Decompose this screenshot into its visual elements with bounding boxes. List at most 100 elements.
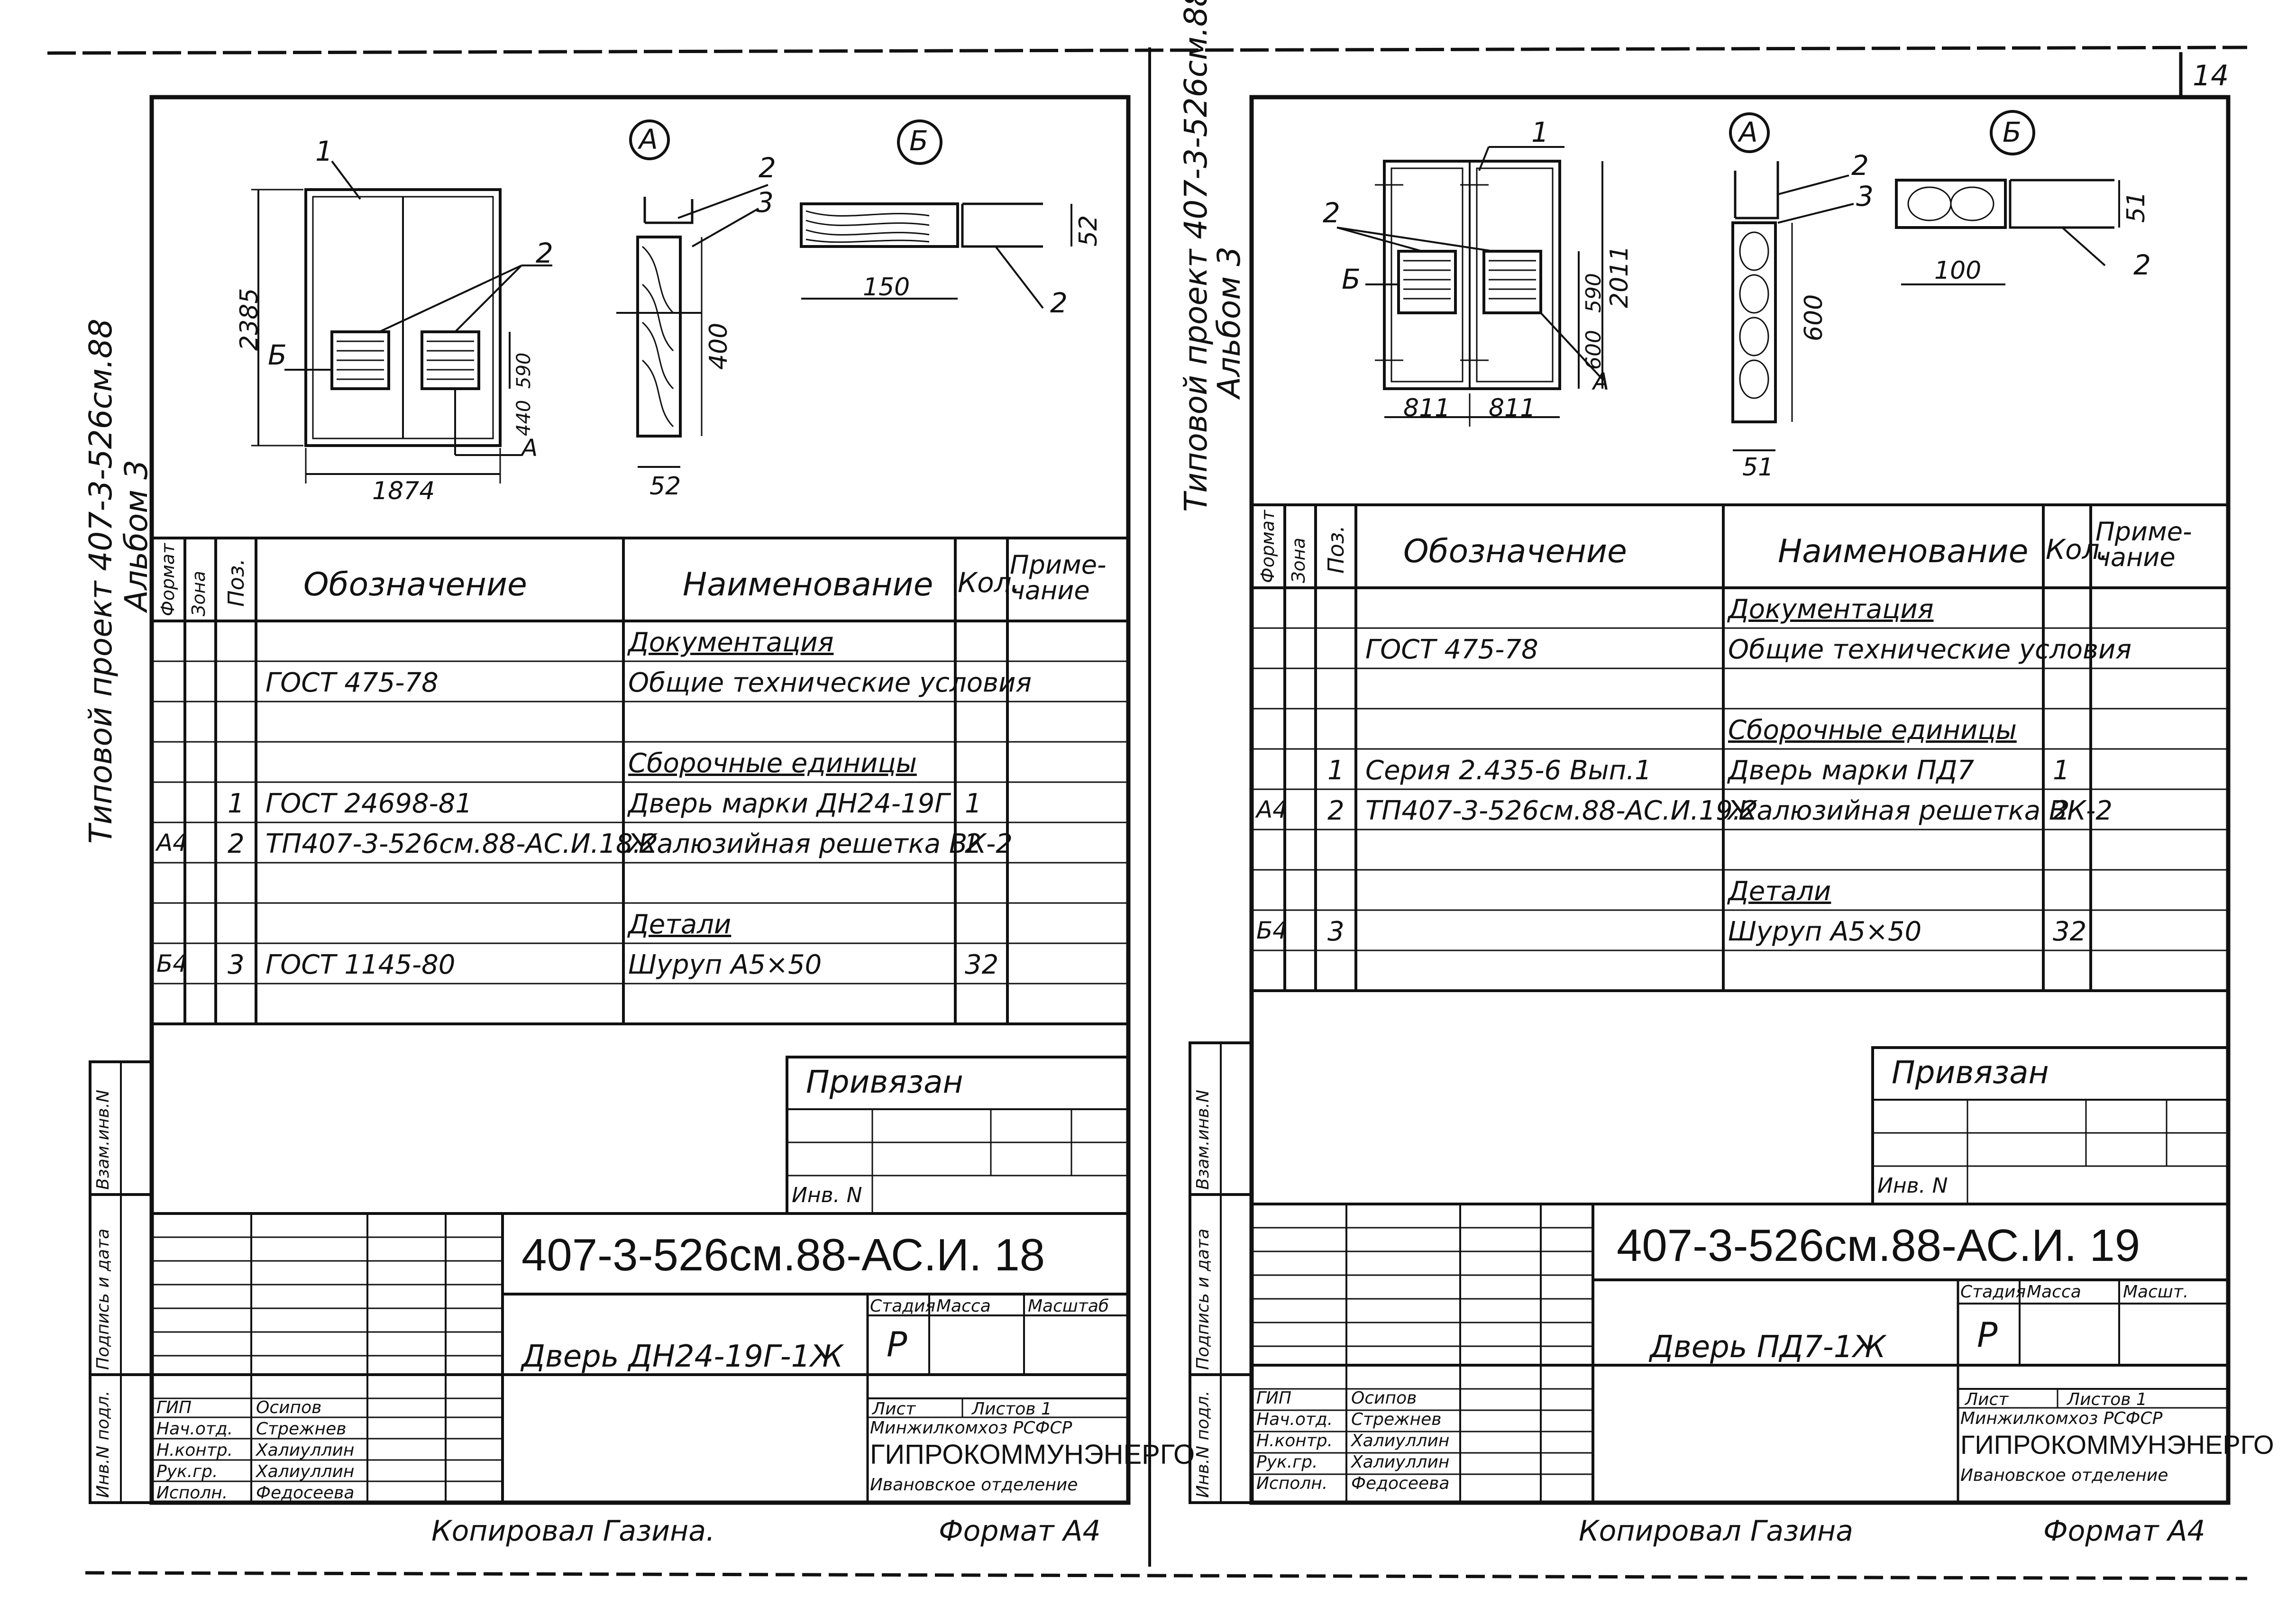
left-role-name: Халиуллин xyxy=(256,1462,355,1481)
left-row-designation: ТП407-3-526см.88-АС.И.18.2 xyxy=(265,829,659,859)
right-row-format: Б4 xyxy=(1256,917,1288,944)
right-th-designation: Обозначение xyxy=(1403,533,1627,570)
left-row-name: Детали xyxy=(628,909,732,940)
right-stage-label: Стадия xyxy=(1960,1282,2026,1302)
left-callout-1: 1 xyxy=(315,135,333,167)
right-role-name: Стрежнев xyxy=(1351,1410,1442,1429)
right-role: ГИП xyxy=(1256,1388,1292,1408)
right-detail-a-label: A xyxy=(1739,116,1758,148)
left-scale-label: Масштаб xyxy=(1028,1296,1109,1316)
left-row-designation: ГОСТ 1145-80 xyxy=(265,949,456,980)
left-th-note: Приме-чание xyxy=(1010,550,1107,605)
left-th-designation: Обозначение xyxy=(303,566,527,603)
right-role: Рук.гр. xyxy=(1256,1452,1318,1472)
left-th-qty: Кол. xyxy=(958,566,1021,599)
left-role: ГИП xyxy=(156,1398,192,1417)
right-stamp-podp: Подпись и дата xyxy=(1193,1228,1213,1370)
left-org3: Ивановское отделение xyxy=(870,1475,1078,1495)
left-row-name: Шуруп А5×50 xyxy=(628,949,822,980)
right-row-name: Шуруп А5×50 xyxy=(1728,916,1922,947)
left-th-name: Наименование xyxy=(683,566,933,603)
left-row-designation: ГОСТ 475-78 xyxy=(265,667,439,698)
left-callout-2: 2 xyxy=(536,237,553,269)
left-role-name: Осипов xyxy=(256,1398,322,1417)
left-callout-2c: 2 xyxy=(1050,287,1068,319)
right-th-name: Наименование xyxy=(1778,533,2029,570)
left-row-pos: 2 xyxy=(228,829,245,859)
left-row-format: А4 xyxy=(156,829,188,857)
right-dim-w2: 811 xyxy=(1489,394,1536,422)
right-row-designation: ГОСТ 475-78 xyxy=(1365,634,1538,665)
right-inv-n: Инв. N xyxy=(1877,1174,1948,1198)
left-footer-format: Формат А4 xyxy=(939,1515,1101,1548)
left-sheet-label: Лист xyxy=(872,1399,916,1419)
right-callout-1: 1 xyxy=(1531,116,1549,148)
right-callout-2b: 2 xyxy=(1851,149,1869,182)
right-role-name: Федосеева xyxy=(1351,1474,1450,1493)
left-role-name: Федосеева xyxy=(256,1483,355,1503)
right-stamp-vzam: Взам.инв.N xyxy=(1193,1089,1213,1190)
right-row-name: Сборочные единицы xyxy=(1728,715,2017,746)
left-row-format: Б4 xyxy=(156,950,188,977)
right-role: Н.контр. xyxy=(1256,1431,1333,1451)
right-callout-a-mark: A xyxy=(1593,368,1610,395)
left-callout-3: 3 xyxy=(756,186,774,219)
right-sheets-label: Листов 1 xyxy=(2067,1390,2147,1409)
right-doc-name: Дверь ПД7-1Ж xyxy=(1650,1330,1886,1365)
left-org2: ГИПРОКОММУНЭНЕРГО xyxy=(870,1439,1195,1470)
left-callout-2b: 2 xyxy=(759,152,776,184)
left-row-designation: ГОСТ 24698-81 xyxy=(265,788,472,819)
right-row-name: Детали xyxy=(1728,876,1831,907)
left-role: Исполн. xyxy=(156,1483,228,1503)
left-role: Нач.отд. xyxy=(156,1419,233,1439)
left-callout-a-mark: A xyxy=(521,434,538,462)
left-row-qty: 2 xyxy=(965,829,982,859)
right-mass-label: Масса xyxy=(2027,1282,2081,1302)
left-dim-detB-w: 150 xyxy=(863,273,910,301)
left-footer-copied: Копировал Газина. xyxy=(431,1515,715,1548)
left-row-pos: 1 xyxy=(228,788,245,819)
left-row-name: Сборочные единицы xyxy=(628,748,917,779)
right-row-name: Жалюзийная решетка ВК-2 xyxy=(1728,795,2113,826)
right-row-qty: 1 xyxy=(2053,755,2070,786)
right-row-name: Документация xyxy=(1728,594,1934,625)
left-inv-n: Инв. N xyxy=(792,1183,862,1207)
right-th-qty: Кол. xyxy=(2046,533,2109,566)
left-role-name: Халиуллин xyxy=(256,1441,355,1460)
left-detail-a-label: A xyxy=(639,123,658,155)
right-org3: Ивановское отделение xyxy=(1960,1466,2168,1485)
right-footer-copied: Копировал Газина xyxy=(1579,1515,1853,1548)
left-sheets-label: Листов 1 xyxy=(972,1399,1052,1419)
right-callout-2: 2 xyxy=(1323,197,1340,229)
right-dim-w1: 811 xyxy=(1403,394,1451,422)
left-role-name: Стрежнев xyxy=(256,1419,347,1439)
left-privyazan: Привязан xyxy=(806,1064,963,1100)
left-doc-name: Дверь ДН24-19Г-1Ж xyxy=(521,1339,843,1374)
left-row-qty: 1 xyxy=(965,788,982,819)
left-detail-b-label: Б xyxy=(909,125,928,157)
right-detail-b-label: Б xyxy=(2003,116,2022,148)
right-row-name: Дверь марки ПД7 xyxy=(1728,755,1975,786)
left-dim-detA-w: 52 xyxy=(649,472,681,501)
right-org2: ГИПРОКОММУНЭНЕРГО xyxy=(1960,1430,2274,1460)
right-row-designation: ТП407-3-526см.88-АС.И.19.2 xyxy=(1365,795,1758,826)
left-mass-label: Масса xyxy=(936,1296,991,1316)
right-sheet-label: Лист xyxy=(1965,1390,2009,1409)
right-scale-label: Масшт. xyxy=(2123,1282,2189,1302)
right-dim-detA-w: 51 xyxy=(1742,453,1774,482)
right-role: Нач.отд. xyxy=(1256,1410,1333,1429)
right-privyazan: Привязан xyxy=(1892,1054,2049,1091)
right-row-qty: 32 xyxy=(2053,916,2087,947)
right-row-designation: Серия 2.435-6 Вып.1 xyxy=(1365,755,1652,786)
left-stage-value: Р xyxy=(887,1324,907,1364)
left-row-pos: 3 xyxy=(228,949,245,980)
left-row-name: Жалюзийная решетка ВК-2 xyxy=(628,829,1013,859)
right-callout-2c: 2 xyxy=(2133,249,2151,281)
left-row-qty: 32 xyxy=(965,949,999,980)
right-dim-detB-w: 100 xyxy=(1934,256,1982,285)
